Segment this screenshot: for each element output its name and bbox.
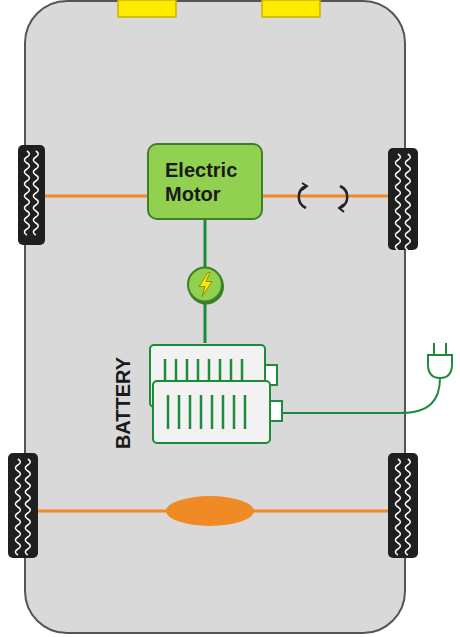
battery-terminal [270, 401, 282, 421]
power-symbol-shadow [188, 269, 224, 305]
charging-cable [282, 378, 440, 413]
tire-tread [24, 151, 29, 235]
cell-bar [167, 395, 170, 429]
battery-cell [153, 381, 270, 443]
cell-bar [189, 395, 192, 429]
tire-tread [15, 459, 20, 555]
car-body [25, 1, 405, 633]
wheel [18, 145, 45, 245]
cell-bar [244, 395, 247, 429]
battery-pack: BATTERY [110, 343, 285, 447]
headlight [262, 0, 320, 17]
power-symbol-disc [188, 268, 222, 302]
plug-pin [445, 343, 447, 355]
plug-pin [433, 343, 435, 355]
differential [166, 496, 254, 526]
rotation-arrow [339, 204, 344, 212]
lightning-bolt [199, 273, 212, 297]
plug [428, 355, 452, 378]
tire-tread [395, 154, 400, 250]
motor-label: Electric Motor [165, 158, 245, 206]
battery-label: BATTERY [112, 357, 135, 449]
wheel [388, 453, 418, 558]
rotation-arrow [302, 183, 307, 190]
cell-bar [211, 395, 214, 429]
cell-bar [233, 395, 236, 429]
tire-tread [405, 459, 410, 555]
tire-tread [405, 154, 410, 250]
motor-box: Electric Motor [147, 143, 263, 220]
tire-tread [25, 459, 30, 555]
cell-bar [222, 395, 225, 429]
battery-cells [110, 343, 285, 447]
power-symbol [188, 268, 224, 305]
wheel [8, 453, 38, 558]
cell-bar [178, 395, 181, 429]
tire-tread [395, 459, 400, 555]
tire-tread [33, 151, 38, 235]
cell-bar [200, 395, 203, 429]
wheel [388, 148, 418, 250]
headlight [118, 0, 176, 17]
